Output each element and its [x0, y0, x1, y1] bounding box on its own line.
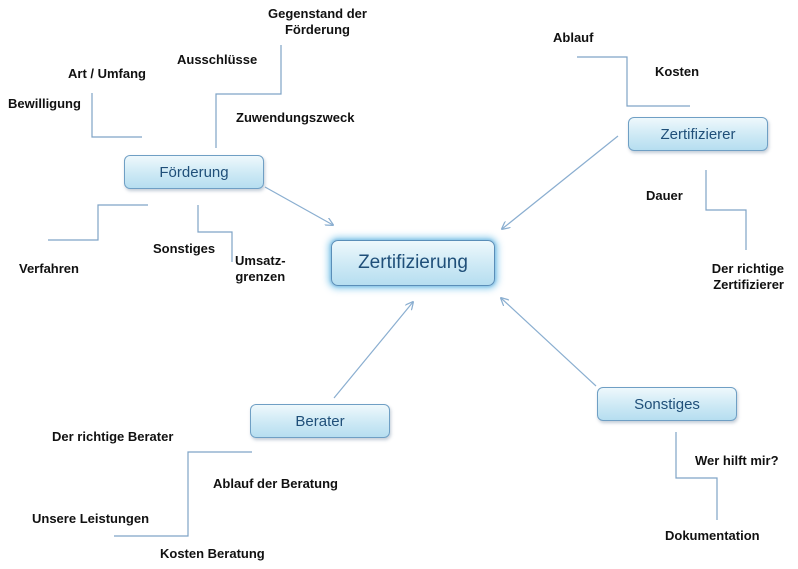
branch-line-bewilligung — [91, 93, 142, 138]
label-dauer: Dauer — [646, 188, 683, 203]
branch-line-berater — [114, 451, 252, 537]
label-ablauf: Ablauf — [553, 30, 594, 45]
label-kosten-beratung: Kosten Beratung — [160, 546, 265, 561]
branch-line-dauer — [705, 170, 747, 250]
node-foerderung[interactable]: Förderung — [124, 155, 264, 189]
label-unsere-leistungen: Unsere Leistungen — [32, 511, 150, 526]
arrow-berater — [333, 302, 413, 399]
branch-line-sonstiges — [675, 432, 718, 520]
label-dokumentation: Dokumentation — [665, 528, 760, 543]
branch-line-gegenstand — [215, 45, 282, 148]
branch-line-ablauf — [577, 56, 690, 107]
node-sonstiges[interactable]: Sonstiges — [597, 387, 737, 421]
label-wer-hilft-mir: Wer hilft mir? — [695, 453, 779, 468]
branch-line-verfahren — [48, 204, 148, 241]
label-bewilligung: Bewilligung — [8, 96, 81, 111]
arrow-foerderung — [264, 186, 333, 225]
arrow-sonstiges — [501, 298, 597, 387]
label-ablauf-der-beratung: Ablauf der Beratung — [213, 476, 338, 491]
label-verfahren: Verfahren — [19, 261, 79, 276]
label-umsatzgrenzen: Umsatz- grenzen — [235, 253, 286, 284]
label-der-richtige-berater: Der richtige Berater — [52, 429, 174, 444]
label-art-umfang: Art / Umfang — [68, 66, 146, 81]
label-ausschluesse: Ausschlüsse — [177, 52, 258, 67]
node-zertifizierer[interactable]: Zertifizierer — [628, 117, 768, 151]
node-berater[interactable]: Berater — [250, 404, 390, 438]
label-gegenstand-der-foerderung: Gegenstand der Förderung — [268, 6, 367, 37]
label-der-richtige-zertifizierer: Der richtige Zertifizierer — [711, 261, 784, 292]
center-node-zertifizierung[interactable]: Zertifizierung — [331, 240, 495, 286]
label-zuwendungszweck: Zuwendungszweck — [236, 110, 355, 125]
label-kosten: Kosten — [655, 64, 700, 79]
label-sonstiges-foerderung: Sonstiges — [153, 241, 216, 256]
arrow-zertifizierer — [502, 135, 619, 229]
branch-line-umsatz — [197, 205, 233, 262]
